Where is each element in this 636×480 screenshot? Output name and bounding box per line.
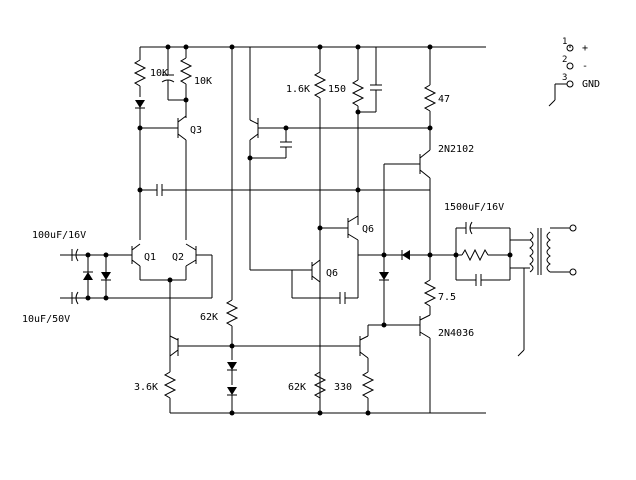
label-r-47: 47 <box>438 94 450 105</box>
pin-1-label: + <box>582 43 588 54</box>
label-q1: Q1 <box>144 252 156 263</box>
label-q6-bottom: Q6 <box>326 268 338 279</box>
input-network <box>133 47 193 240</box>
label-r-10k-b: 10K <box>194 76 212 87</box>
label-c-100uf: 100uF/16V <box>32 230 86 241</box>
pin-header <box>548 44 574 107</box>
label-q3: Q3 <box>190 125 202 136</box>
label-r-7-5: 7.5 <box>438 292 456 303</box>
output-stage <box>313 47 437 413</box>
label-r-62k-bottom: 62K <box>288 382 306 393</box>
pin-3-number: 3 <box>562 73 567 83</box>
pin-1-number: 1 <box>562 37 567 47</box>
label-c-1500uf: 1500uF/16V <box>444 202 504 213</box>
label-q6-top: Q6 <box>362 224 374 235</box>
q6-upper <box>320 215 430 256</box>
label-c-10uf: 10uF/50V <box>22 314 70 325</box>
bias-chain <box>225 47 239 413</box>
driver-resistors <box>313 47 382 413</box>
pin-3-label: GND <box>582 79 600 90</box>
label-q2: Q2 <box>172 252 184 263</box>
label-r-330: 330 <box>334 382 352 393</box>
vas-transistor <box>249 47 430 271</box>
junctions <box>85 44 513 416</box>
label-r-150: 150 <box>328 84 346 95</box>
q3-transistor <box>177 115 187 240</box>
label-2n2102: 2N2102 <box>438 144 474 155</box>
pin-2-number: 2 <box>562 55 567 65</box>
label-r-10k-a: 10K <box>150 68 168 79</box>
label-r-1k6: 1.6K <box>286 84 310 95</box>
label-r-62k-mid: 62K <box>200 312 218 323</box>
current-source-left <box>163 335 360 413</box>
label-2n4036: 2N4036 <box>438 328 474 339</box>
label-r-3k6: 3.6K <box>134 382 158 393</box>
q1-q2-pair <box>60 243 213 340</box>
pin-2-label: - <box>582 61 588 72</box>
q6-lower <box>291 255 359 304</box>
feedback-capacitor <box>140 184 430 196</box>
